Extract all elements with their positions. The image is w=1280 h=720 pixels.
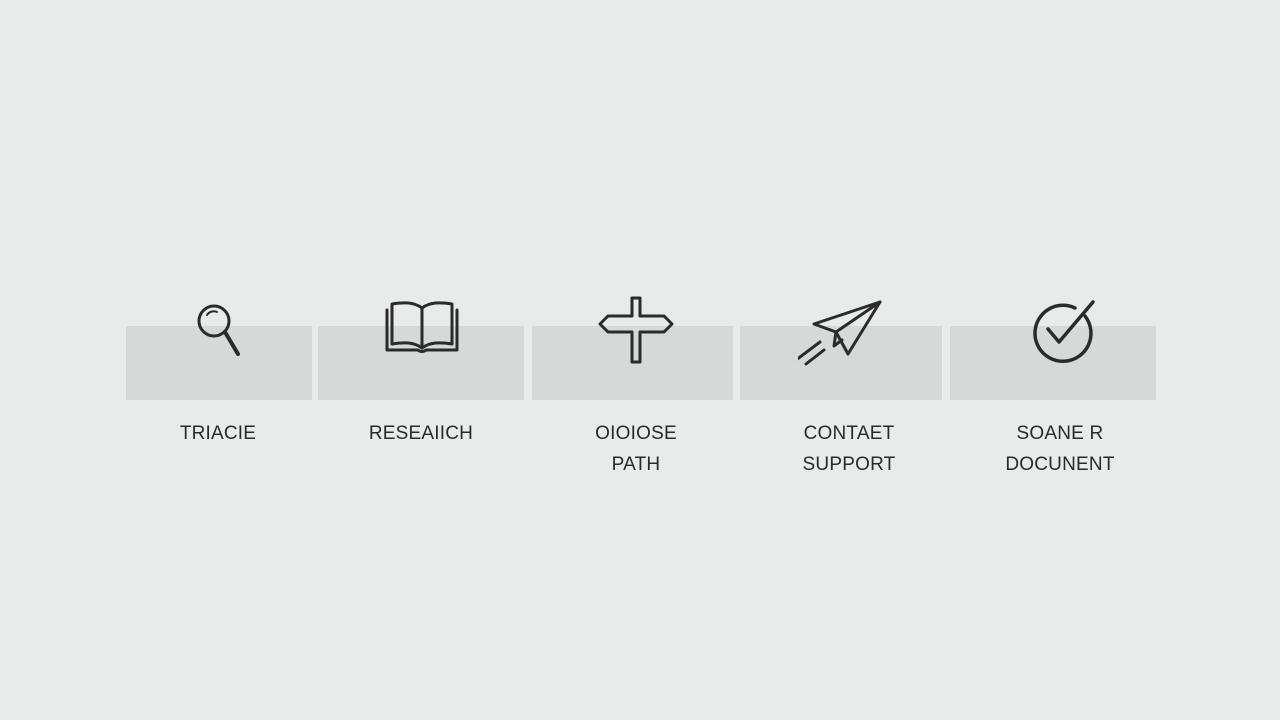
cross-icon: [594, 294, 678, 370]
paper-plane-icon: [798, 294, 882, 370]
step-label: CONTAET SUPPORT: [802, 423, 896, 475]
step-label: OIOIOSE PATH: [595, 423, 677, 475]
step-bar: [950, 326, 1156, 400]
step-label: SOANE R DOCUNENT: [1005, 423, 1115, 475]
step-label: TRIACIE: [179, 423, 257, 444]
step-bar: [126, 326, 312, 400]
check-circle-icon: [1021, 294, 1105, 370]
step-label: RESEAIICH: [368, 423, 474, 444]
open-book-icon: [380, 294, 464, 370]
magnifier-icon: [177, 294, 261, 370]
